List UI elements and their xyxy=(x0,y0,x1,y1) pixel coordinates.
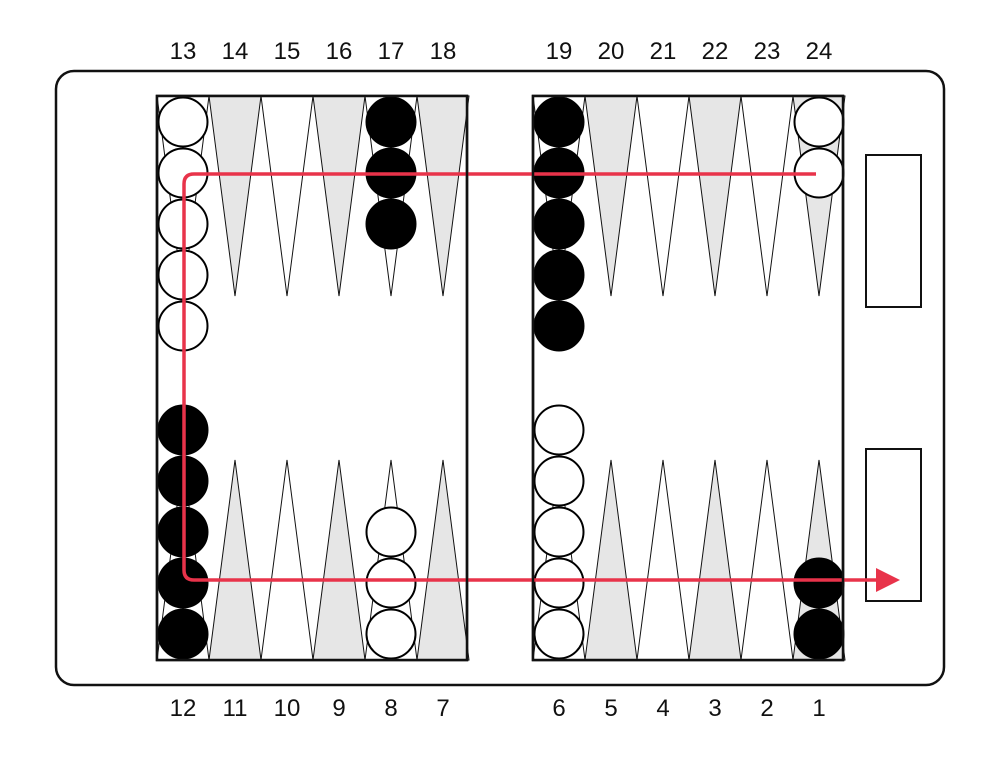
point-label-top: 18 xyxy=(430,38,457,65)
point-label-top: 23 xyxy=(754,38,781,65)
move-path-line xyxy=(182,172,880,582)
black-checker-point-19[interactable] xyxy=(533,249,585,301)
left-half-board xyxy=(155,94,469,662)
black-checker-point-19[interactable] xyxy=(533,300,585,352)
point-labels: 13 12 14 11 15 10 16 9 17 8 18 7 19 6 20 5 21 4 22 3 23 2 24 1 xyxy=(170,38,833,722)
point-label-top: 22 xyxy=(702,38,729,65)
point-label-top: 16 xyxy=(326,38,353,65)
point-label-top: 19 xyxy=(546,38,573,65)
white-checker-point-6[interactable] xyxy=(533,455,585,507)
point-label-top: 21 xyxy=(650,38,677,65)
point-label-bottom: 12 xyxy=(170,695,197,722)
white-checker-point-6[interactable] xyxy=(533,404,585,456)
point-label-bottom: 10 xyxy=(274,695,301,722)
point-label-bottom: 11 xyxy=(223,695,248,722)
white-checker-point-6[interactable] xyxy=(533,608,585,660)
point-label-bottom: 4 xyxy=(656,695,669,722)
point-label-bottom: 1 xyxy=(812,695,825,722)
bear-off-tray-bottom xyxy=(865,448,922,602)
white-checker-point-8[interactable] xyxy=(365,557,417,609)
black-checker-point-19[interactable] xyxy=(533,198,585,250)
black-checker-point-17[interactable] xyxy=(365,198,417,250)
point-label-top: 17 xyxy=(378,38,405,65)
point-label-top: 24 xyxy=(806,38,833,65)
point-label-top: 14 xyxy=(222,38,249,65)
move-arrow xyxy=(182,172,900,592)
black-checker-point-1[interactable] xyxy=(793,557,845,609)
point-label-bottom: 7 xyxy=(436,695,449,722)
black-checker-point-12[interactable] xyxy=(157,608,209,660)
black-checker-point-1[interactable] xyxy=(793,608,845,660)
point-label-bottom: 8 xyxy=(384,695,397,722)
bear-off-tray-top xyxy=(865,154,922,308)
point-label-top: 13 xyxy=(170,38,197,65)
white-checker-point-6[interactable] xyxy=(533,506,585,558)
white-checker-point-8[interactable] xyxy=(365,506,417,558)
black-checker-point-17[interactable] xyxy=(365,96,417,148)
black-checker-point-19[interactable] xyxy=(533,96,585,148)
white-checker-point-13[interactable] xyxy=(157,96,209,148)
arrow-head-icon xyxy=(876,568,900,592)
white-checker-point-24[interactable] xyxy=(793,96,845,148)
point-label-bottom: 9 xyxy=(332,695,345,722)
point-label-bottom: 6 xyxy=(552,695,565,722)
point-label-bottom: 2 xyxy=(760,695,773,722)
white-checker-point-6[interactable] xyxy=(533,557,585,609)
point-label-top: 20 xyxy=(598,38,625,65)
white-checker-point-8[interactable] xyxy=(365,608,417,660)
point-label-top: 15 xyxy=(274,38,301,65)
point-label-bottom: 3 xyxy=(708,695,721,722)
point-label-bottom: 5 xyxy=(604,695,617,722)
